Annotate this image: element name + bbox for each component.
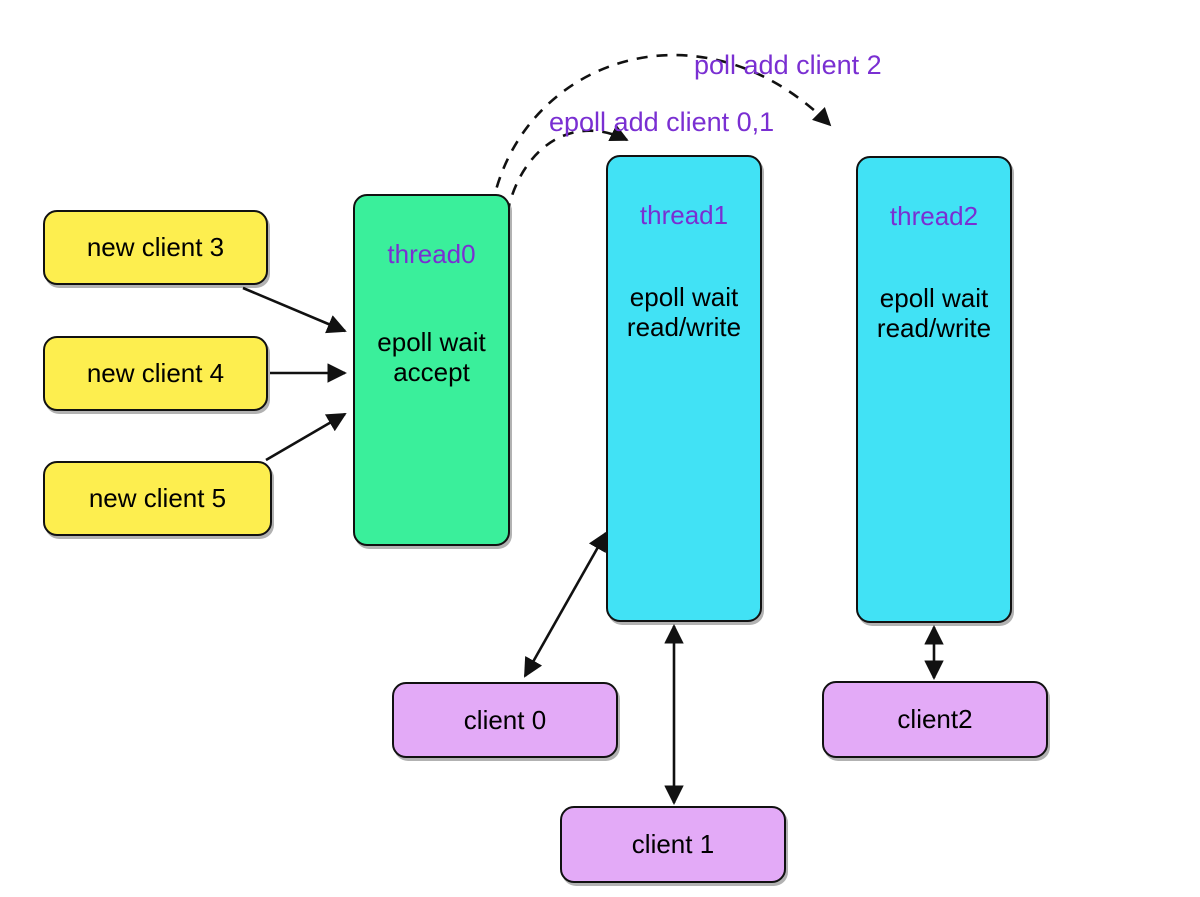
node-new-client-5[interactable]: new client 5 [43, 461, 272, 536]
node-thread0[interactable]: thread0 epoll wait accept [353, 194, 510, 546]
node-thread0-title: thread0 [387, 239, 476, 269]
node-label: new client 3 [86, 232, 225, 263]
edge-client-0-to-thread1 [523, 531, 608, 678]
node-label: client2 [897, 704, 973, 735]
node-thread2-body: epoll wait read/write [876, 282, 992, 343]
node-thread0-body: epoll wait accept [377, 326, 486, 387]
node-label: new client 4 [86, 358, 225, 389]
edge-new-client-3-to-thread0 [242, 286, 347, 334]
node-thread2[interactable]: thread2 epoll wait read/write [856, 156, 1012, 623]
node-thread1-title: thread1 [639, 200, 729, 230]
edge-label-poll-add-client-2: poll add client 2 [694, 50, 882, 80]
node-client-0[interactable]: client 0 [392, 682, 618, 758]
node-thread2-title: thread2 [889, 201, 979, 231]
node-client-1[interactable]: client 1 [560, 806, 786, 883]
node-thread1[interactable]: thread1 epoll wait read/write [606, 155, 762, 622]
edge-label-epoll-add-client-0-1: epoll add client 0,1 [549, 107, 775, 137]
node-new-client-4[interactable]: new client 4 [43, 336, 268, 411]
node-thread1-body: epoll wait read/write [626, 281, 742, 342]
node-client-2[interactable]: client2 [822, 681, 1048, 758]
node-new-client-3[interactable]: new client 3 [43, 210, 268, 285]
node-label: client 0 [463, 704, 547, 735]
node-label: client 1 [631, 829, 715, 860]
edge-new-client-5-to-thread0 [265, 412, 347, 462]
node-label: new client 5 [88, 483, 227, 514]
